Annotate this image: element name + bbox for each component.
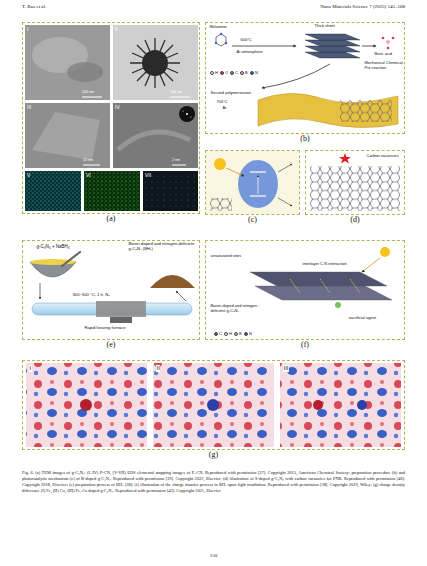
figure-text: 2 nm: [172, 158, 180, 162]
legend-text: B: [239, 331, 242, 336]
figure-text: 600°C: [240, 38, 252, 43]
panel-label: (e): [23, 341, 199, 349]
legend-item: B: [234, 331, 242, 336]
atom-swatch: [240, 71, 244, 75]
figure-panel: (d): [305, 150, 405, 215]
legend-item: B: [240, 70, 248, 75]
figure-text: Nano Materials Science 7 (2025) 145–168: [320, 4, 405, 10]
figure-text: III: [27, 105, 31, 111]
figure-text: I: [27, 27, 28, 33]
legend-item: H: [210, 70, 218, 75]
figure-text: Boric acid: [374, 52, 393, 57]
atom-swatch: [244, 332, 248, 336]
figure-text: Ar atmosphere: [236, 50, 263, 55]
legend-item: H: [224, 331, 232, 336]
figure-text: 50 nm: [83, 158, 93, 162]
figure-text: I: [29, 365, 32, 372]
atom-swatch: [220, 71, 224, 75]
legend-item: N: [250, 70, 258, 75]
figure-panel: (e): [22, 240, 200, 340]
atom-swatch: [224, 332, 228, 336]
legend-text: C: [235, 70, 238, 75]
legend-item: C: [230, 70, 238, 75]
atom-swatch: [230, 71, 234, 75]
legend-text: C: [219, 331, 222, 336]
figure-text: unsaturated sites: [210, 254, 245, 259]
figure-text: sacrificial agent: [348, 316, 377, 321]
figure-text: IV: [115, 105, 120, 111]
atom-swatch: [234, 332, 238, 336]
legend-text: O: [225, 70, 228, 75]
panel-label: (g): [23, 451, 404, 459]
figure-text: V: [27, 173, 30, 179]
figure-text: VI: [86, 173, 91, 179]
figure-text: Rapid heating furnace: [84, 326, 126, 331]
figure-text: II: [115, 27, 118, 33]
figure-text: 300~500 °C, 1 h, N₂: [72, 293, 110, 298]
figure-text: Boron-doped and nitrogen-deficient g-C₃N…: [210, 304, 263, 313]
figure-text: Melamine: [209, 25, 227, 30]
legend-item: C: [214, 331, 222, 336]
legend-text: N: [255, 70, 258, 75]
atom-swatch: [250, 71, 254, 75]
figure-text: VII: [145, 173, 151, 179]
figure-text: 500 nm: [82, 90, 94, 94]
figure-text: T. Bao et al.: [22, 4, 46, 10]
legend-item: O: [220, 70, 228, 75]
figure-text: Ar: [222, 106, 227, 111]
legend-text: B: [245, 70, 248, 75]
atom-swatch: [210, 71, 214, 75]
figure-text: II: [156, 365, 160, 372]
panel-label: (c): [206, 216, 299, 224]
figure-text: III: [283, 365, 289, 372]
figure-text: Second polymerization: [210, 91, 251, 96]
panel-label: (f): [206, 341, 404, 349]
legend-item: N: [244, 331, 252, 336]
figure-text: g-C₃N₄ + NaBH₄: [36, 244, 70, 249]
figure-panel: (a): [22, 22, 200, 214]
figure-panel: (g): [22, 360, 405, 450]
panel-label: (d): [306, 216, 404, 224]
legend-text: H: [229, 331, 232, 336]
figure-text: interlayer C-N interaction: [302, 262, 347, 267]
figure-panel: (c): [205, 150, 300, 215]
figure-text: Thick sheet: [314, 24, 335, 29]
panel-label: (a): [23, 215, 199, 223]
figure-caption: Fig. 6. (a) TEM images of g-C₃N₄: (I–IV)…: [22, 470, 405, 495]
atom-swatch: [214, 332, 218, 336]
figure-text: Boron-doped and nitrogen-deficient g-C₃N…: [128, 242, 197, 252]
figure-text: Mechanical Chemical Pre-reaction: [364, 61, 403, 70]
figure-text: 150: [210, 553, 218, 559]
figure-panel: (b): [205, 22, 405, 134]
figure-text: 700°C: [216, 100, 228, 105]
figure-text: Carbon vacancies: [366, 154, 399, 159]
figure-text: 500 nm: [170, 90, 182, 94]
panel-label: (b): [206, 135, 404, 143]
legend-text: N: [249, 331, 252, 336]
legend-text: H: [215, 70, 218, 75]
